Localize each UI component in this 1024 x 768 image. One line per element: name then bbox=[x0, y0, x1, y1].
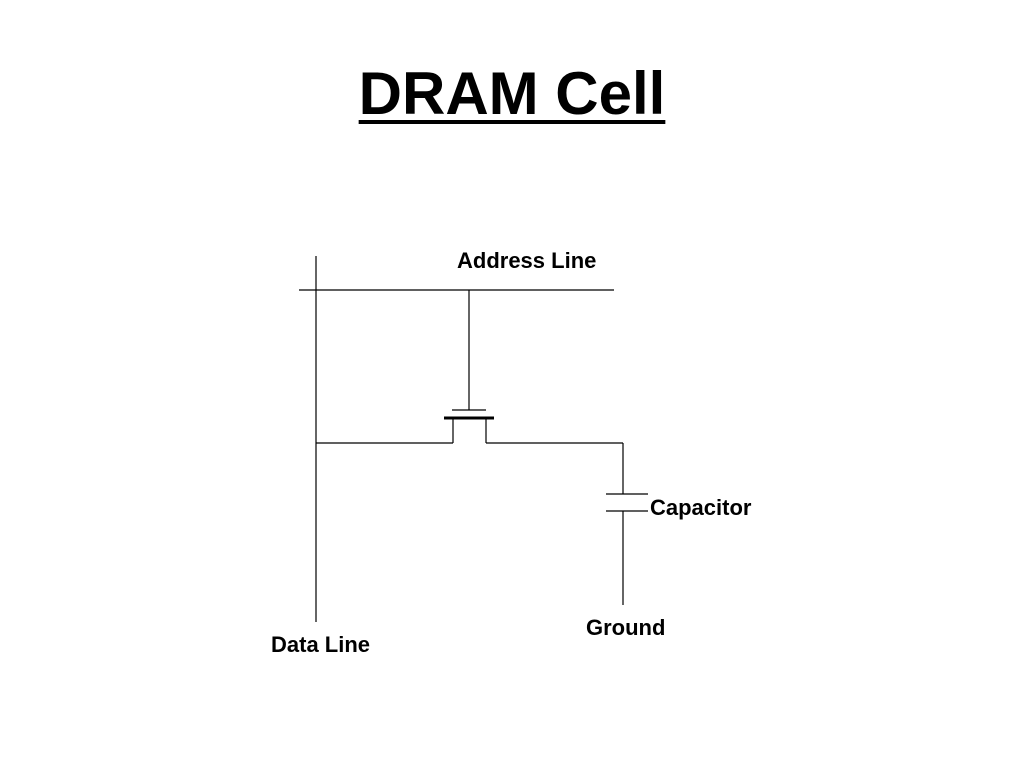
ground-label: Ground bbox=[586, 615, 666, 640]
slide-title-text: DRAM Cell bbox=[358, 60, 666, 127]
data-line-label: Data Line bbox=[271, 632, 371, 657]
capacitor-label: Capacitor bbox=[650, 495, 752, 520]
address-line-label: Address Line bbox=[457, 248, 597, 273]
slide-title: DRAM Cell bbox=[0, 58, 1024, 130]
